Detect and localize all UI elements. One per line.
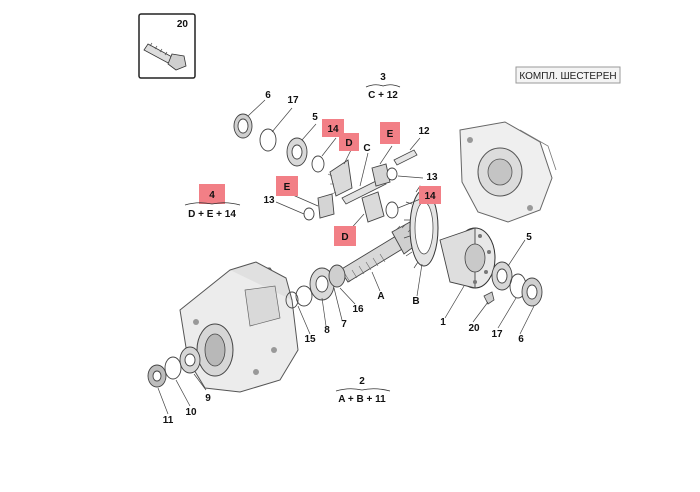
- callout-b[interactable]: B: [412, 296, 419, 307]
- callout-12[interactable]: 12: [418, 126, 430, 137]
- kit-badge[interactable]: КОМПЛ. ШЕСТЕРЕН: [515, 66, 621, 84]
- callout-5-right[interactable]: 5: [526, 232, 532, 243]
- callout-e-top[interactable]: E: [387, 129, 394, 140]
- callout-11[interactable]: 11: [163, 415, 174, 426]
- callout-d-top[interactable]: D: [345, 138, 352, 149]
- callout-14-mid[interactable]: 14: [424, 191, 436, 202]
- svg-text:D + E + 14: D + E + 14: [188, 209, 236, 220]
- svg-text:4: 4: [209, 190, 215, 201]
- parts-drawing: [147, 113, 557, 393]
- ring-gear-drawing: [403, 185, 439, 269]
- group-3-label[interactable]: 3 C + 12: [365, 72, 401, 101]
- callout-13-right[interactable]: 13: [426, 172, 438, 183]
- callout-e-left[interactable]: E: [284, 182, 291, 193]
- callout-13-left[interactable]: 13: [263, 195, 275, 206]
- inset-number: 20: [177, 19, 189, 30]
- callout-a[interactable]: A: [377, 291, 384, 302]
- callout-6-top[interactable]: 6: [265, 90, 271, 101]
- group-4-label[interactable]: 4 D + E + 14: [184, 184, 241, 220]
- callout-6-bottom[interactable]: 6: [518, 334, 524, 345]
- svg-text:2: 2: [359, 376, 365, 387]
- leader-lines: [157, 99, 535, 415]
- callout-8[interactable]: 8: [324, 325, 330, 336]
- housing-drawing: [179, 261, 299, 393]
- callout-c[interactable]: C: [363, 143, 370, 154]
- callout-9[interactable]: 9: [205, 393, 211, 404]
- bolt-icon: [143, 42, 187, 71]
- callouts: 6 17 5 14 D E C 12 13 E 13 14 D A B 16 7…: [163, 90, 533, 426]
- callout-17-bottom[interactable]: 17: [491, 329, 503, 340]
- callout-7[interactable]: 7: [341, 319, 347, 330]
- differential-case-drawing: [439, 227, 496, 289]
- svg-text:C + 12: C + 12: [368, 90, 398, 101]
- svg-text:3: 3: [380, 72, 386, 83]
- svg-text:A + B + 11: A + B + 11: [338, 394, 386, 405]
- group-2-label[interactable]: 2 A + B + 11: [335, 376, 391, 405]
- bolt-inset[interactable]: 20: [138, 13, 196, 79]
- callout-17-top[interactable]: 17: [287, 95, 299, 106]
- kit-badge-label: КОМПЛ. ШЕСТЕРЕН: [519, 71, 616, 82]
- callout-1[interactable]: 1: [440, 317, 446, 328]
- callout-10[interactable]: 10: [185, 407, 197, 418]
- callout-20[interactable]: 20: [468, 323, 480, 334]
- callout-d-mid[interactable]: D: [341, 232, 348, 243]
- rear-housing-drawing: [459, 121, 557, 223]
- callout-16[interactable]: 16: [352, 304, 364, 315]
- callout-5-top[interactable]: 5: [312, 112, 318, 123]
- callout-14-top[interactable]: 14: [327, 124, 339, 135]
- callout-15[interactable]: 15: [304, 334, 316, 345]
